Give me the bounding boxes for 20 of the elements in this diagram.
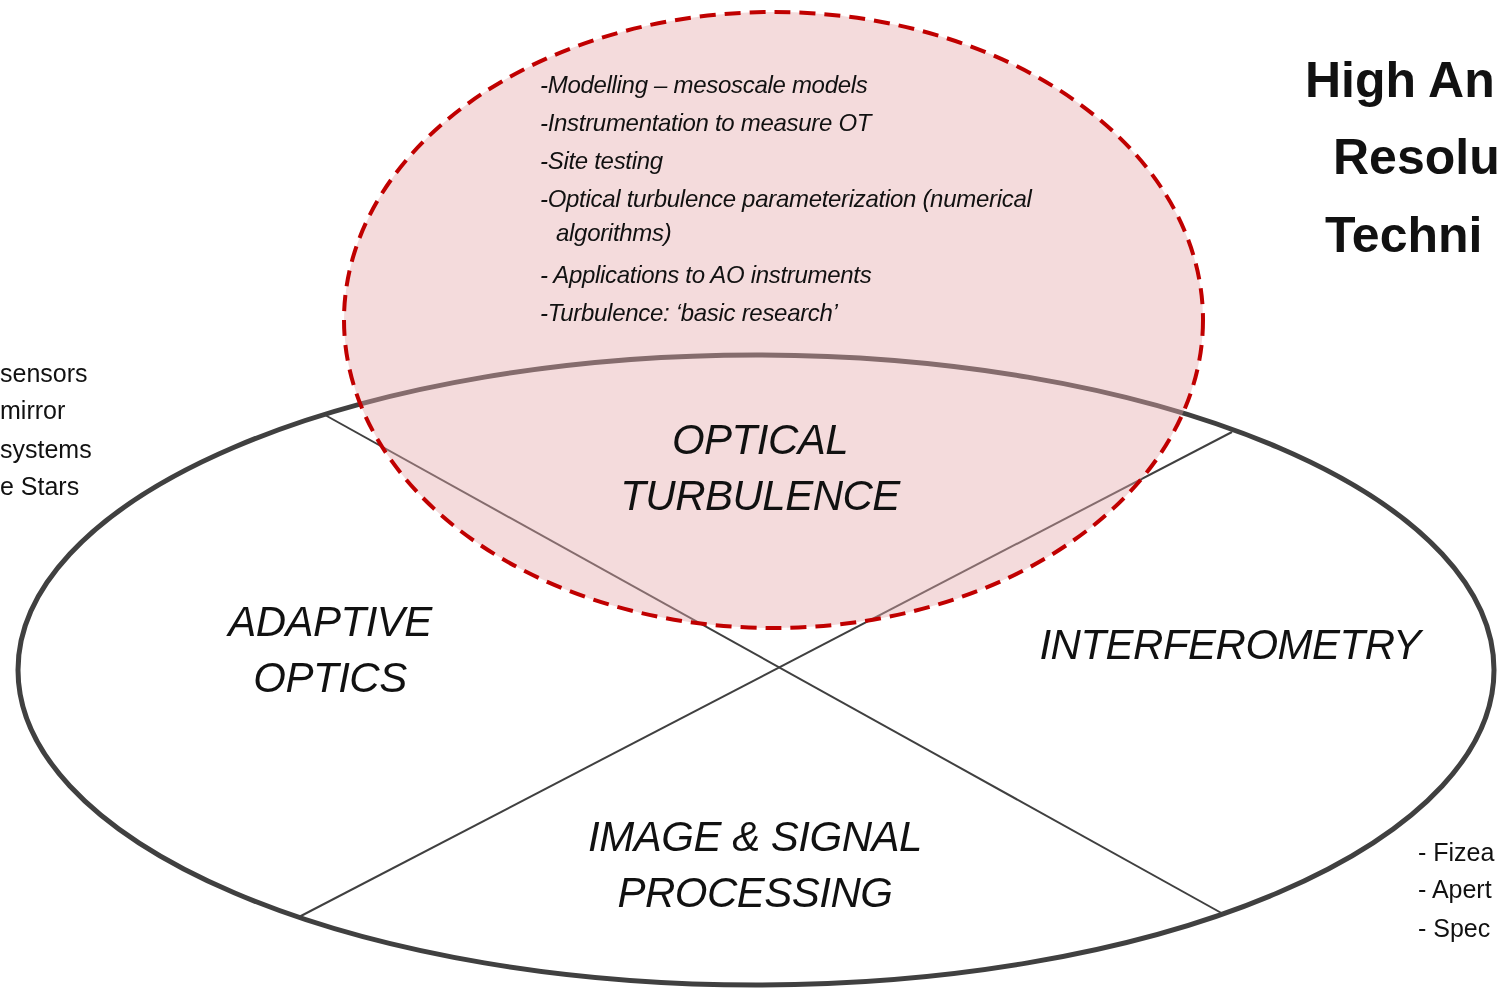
region-label: INTERFEROMETRY <box>1020 617 1440 673</box>
list-text: e Stars <box>0 471 80 502</box>
title-text: Resolu <box>1333 128 1499 187</box>
region-label: ADAPTIVE OPTICS <box>225 597 434 703</box>
region-label: IMAGE & SIGNAL PROCESSING <box>587 812 923 918</box>
list-item: -Site testing <box>540 146 664 176</box>
list-text: systems <box>0 434 92 465</box>
list-item: -Modelling – mesoscale models <box>540 70 869 100</box>
list-item: -Optical turbulence parameterization (numerical algorithms) <box>540 184 1034 248</box>
list-text: - Spec <box>1418 913 1491 944</box>
list-text: - Apert <box>1418 874 1492 905</box>
list-item: - Applications to AO instruments <box>540 260 873 290</box>
list-item: -Turbulence: ‘basic research’ <box>540 298 839 328</box>
list-item: -Instrumentation to measure OT <box>540 108 874 138</box>
region-label: OPTICAL TURBULENCE <box>619 415 902 521</box>
title-text: Techni <box>1325 206 1483 265</box>
title-text: High An <box>1305 51 1495 110</box>
list-text: - Fizea <box>1418 837 1495 868</box>
list-text: sensors <box>0 358 88 389</box>
list-text: mirror <box>0 395 66 426</box>
